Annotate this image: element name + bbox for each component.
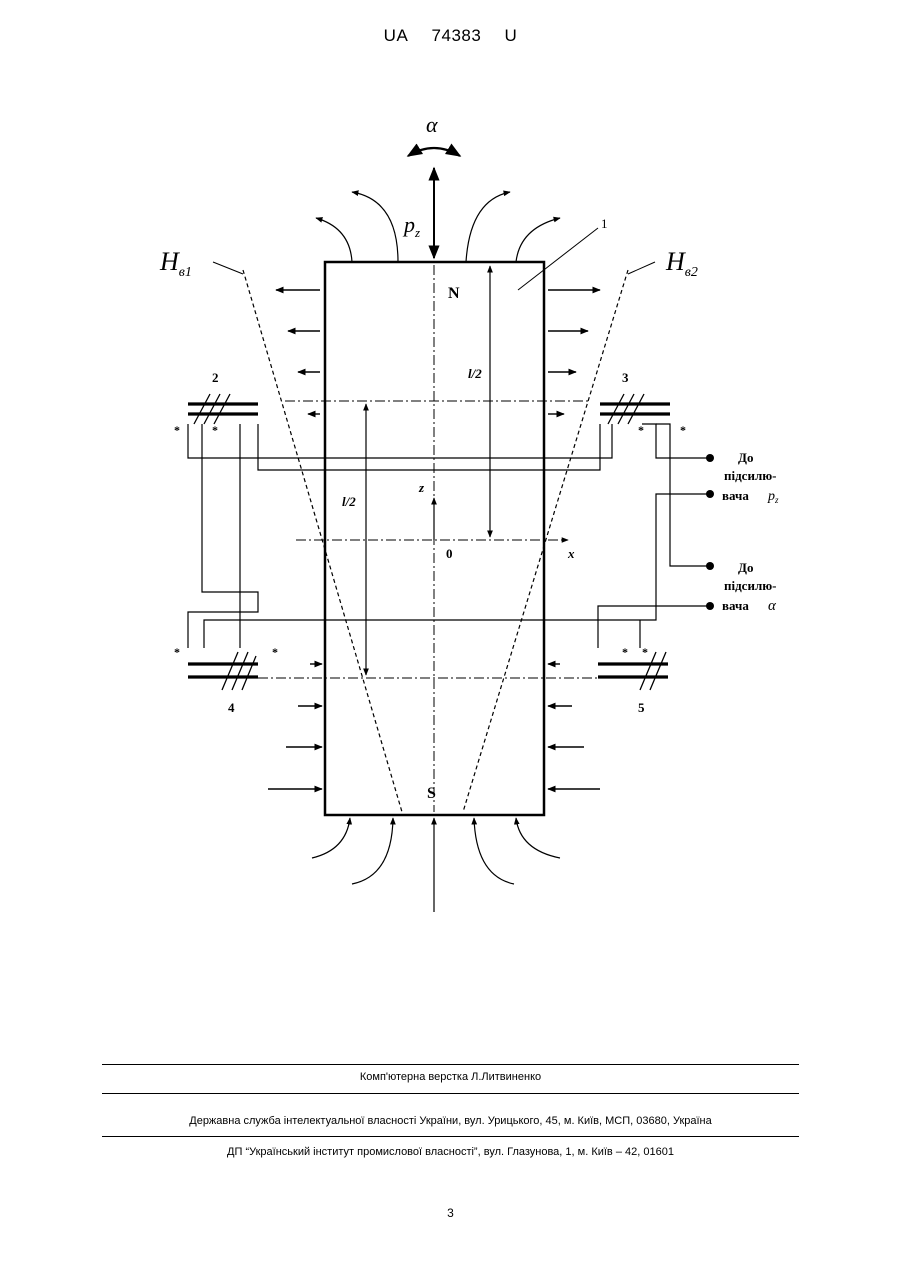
- hb1-boundary: [243, 270, 402, 812]
- institute-address: ДП “Український інститут промислової вла…: [0, 1146, 901, 1158]
- svg-text:*: *: [212, 423, 218, 437]
- hb2-boundary: [463, 270, 628, 812]
- layout-credit: Комп'ютерна верстка Л.Литвиненко: [0, 1071, 901, 1083]
- agency-address: Державна служба інтелектуальної власност…: [0, 1115, 901, 1127]
- svg-text:α: α: [768, 598, 777, 614]
- ref-2-label: 2: [212, 370, 219, 385]
- svg-text:підсилю-: підсилю-: [724, 578, 777, 593]
- amp-pz-label: До підсилю- вача pz: [722, 450, 779, 505]
- right-upper-flux-arrows: [548, 290, 600, 414]
- pole-south: S: [427, 785, 436, 802]
- ref-1-label: 1: [601, 216, 608, 231]
- pole-north: N: [448, 285, 460, 302]
- alpha-rotation-arrow: [408, 148, 460, 156]
- bottom-flux-arrows: [312, 818, 560, 912]
- svg-text:підсилю-: підсилю-: [724, 468, 777, 483]
- svg-text:вача: вача: [722, 488, 749, 503]
- ref-1-leader: [518, 228, 598, 290]
- dim-right-label: l/2: [468, 366, 482, 381]
- hb1-label: Hв1: [159, 247, 192, 280]
- svg-text:*: *: [272, 645, 278, 659]
- hb1-leader: [213, 262, 243, 274]
- x-axis-label: x: [567, 546, 575, 561]
- svg-text:*: *: [174, 645, 180, 659]
- coil-3: [600, 394, 670, 424]
- hb2-leader: [628, 262, 655, 274]
- footer-rule-1: [102, 1064, 799, 1065]
- hb2-label: Hв2: [665, 247, 698, 280]
- alpha-label: α: [426, 112, 438, 137]
- z-axis-label: z: [418, 480, 425, 495]
- ref-3-label: 3: [622, 370, 629, 385]
- coil-2: [188, 394, 258, 424]
- svg-text:До: До: [738, 450, 753, 465]
- svg-text:*: *: [174, 423, 180, 437]
- coil-4: [188, 652, 258, 690]
- page-number: 3: [0, 1206, 901, 1220]
- right-lower-flux-arrows: [548, 664, 600, 789]
- origin-label: 0: [446, 546, 453, 561]
- amp-alpha-label: До підсилю- вача α: [722, 560, 777, 614]
- left-upper-flux-arrows: [276, 290, 320, 414]
- patent-drawing: α pz Hв1 Hв2 N S l/2 l/2 z x 0 1 2 3 4 5…: [0, 0, 901, 1060]
- pz-label: pz: [402, 212, 420, 240]
- svg-text:*: *: [622, 645, 628, 659]
- top-flux-arrows: [316, 192, 560, 262]
- footer-rule-3: [102, 1136, 799, 1137]
- dim-left-label: l/2: [342, 494, 356, 509]
- terminal-dots: [706, 454, 714, 610]
- svg-text:pz: pz: [767, 489, 779, 505]
- svg-text:*: *: [638, 423, 644, 437]
- footer-rule-2: [102, 1093, 799, 1094]
- coil-5: [598, 652, 668, 690]
- ref-5-label: 5: [638, 700, 645, 715]
- ref-4-label: 4: [228, 700, 235, 715]
- svg-text:*: *: [642, 645, 648, 659]
- left-lower-flux-arrows: [268, 664, 322, 789]
- svg-text:До: До: [738, 560, 753, 575]
- wiring: [188, 424, 710, 648]
- svg-text:*: *: [680, 423, 686, 437]
- svg-text:вача: вача: [722, 598, 749, 613]
